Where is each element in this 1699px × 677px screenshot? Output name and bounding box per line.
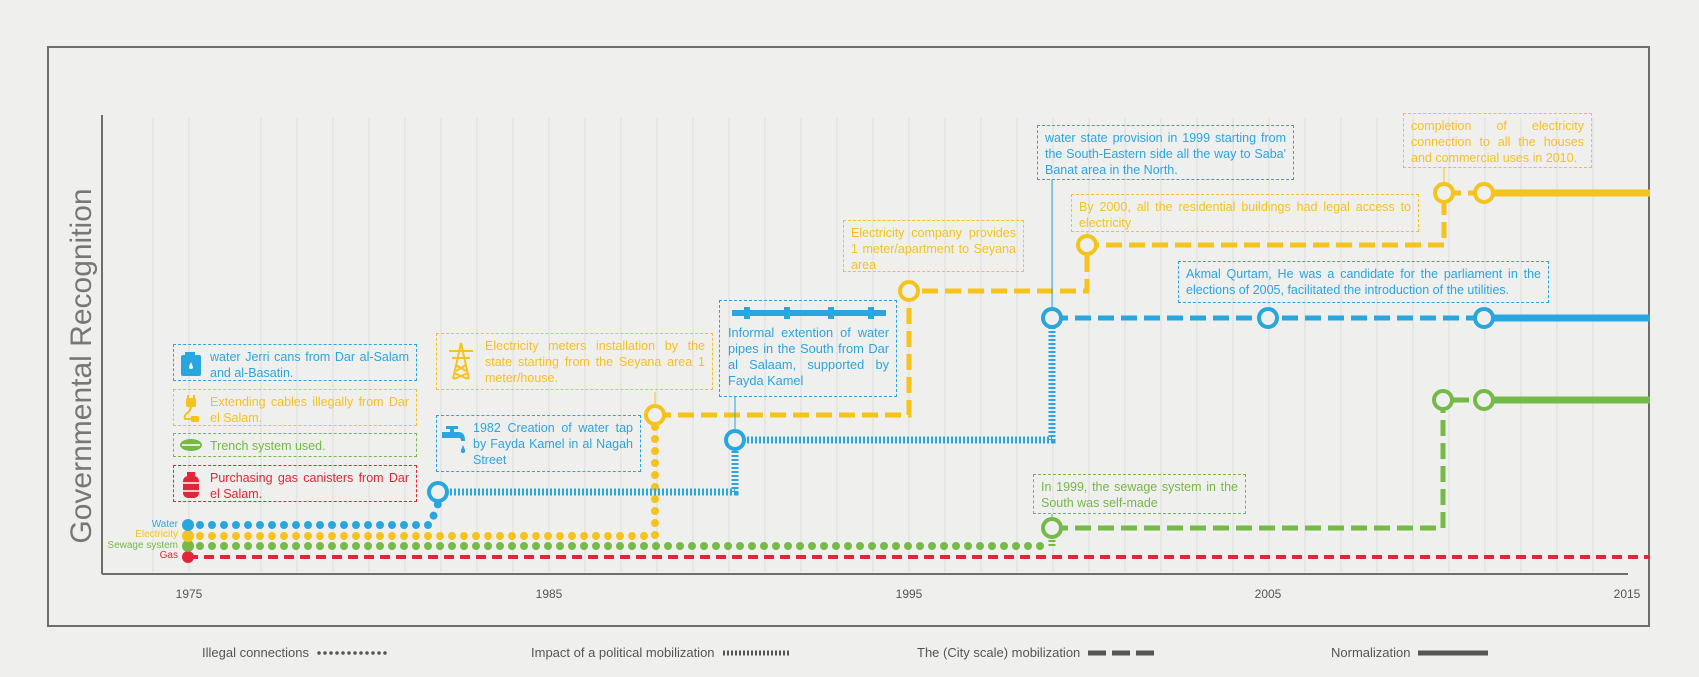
legend-city-label: The (City scale) mobilization bbox=[917, 645, 1081, 660]
legend-dashed-swatch bbox=[1088, 650, 1157, 655]
sewage-city-line bbox=[1052, 397, 1484, 531]
series-label-sewage: Sewage system bbox=[107, 540, 178, 551]
year-label: 2015 bbox=[1613, 587, 1641, 601]
legend-illegal: Illegal connections bbox=[202, 645, 389, 660]
water-illegal-line bbox=[184, 488, 442, 529]
note-completion: completion of electricity connection to … bbox=[1403, 113, 1592, 168]
diagram-frame bbox=[47, 46, 1650, 627]
year-label: 2005 bbox=[1254, 587, 1282, 601]
sewage-node-2010 bbox=[1432, 389, 1454, 411]
note-gas-canisters: Purchasing gas canisters from Dar el Sal… bbox=[173, 465, 417, 502]
elec-node-1995 bbox=[898, 280, 920, 302]
note-informal-pipes: Informal extention of water pipes in the… bbox=[719, 300, 897, 397]
legend-normalization-label: Normalization bbox=[1331, 645, 1411, 660]
legend-dotted-swatch bbox=[317, 650, 389, 655]
year-label: 1995 bbox=[895, 587, 923, 601]
elec-illegal-line bbox=[184, 411, 659, 540]
note-water-tap: 1982 Creation of water tap by Fayda Kame… bbox=[436, 415, 641, 472]
series-label-gas: Gas bbox=[159, 550, 178, 561]
plug-icon bbox=[183, 395, 199, 422]
water-node-2011 bbox=[1473, 307, 1495, 329]
legend-solid-swatch bbox=[1418, 650, 1489, 655]
elec-node-2000 bbox=[1076, 234, 1098, 256]
elec-node-2010 bbox=[1433, 182, 1455, 204]
gas-cylinder-icon bbox=[183, 472, 199, 498]
note-water-cans: water Jerri cans from Dar al-Salam and a… bbox=[173, 344, 417, 381]
note-electricity-company: Electricity company provides 1 meter/apa… bbox=[843, 220, 1024, 272]
legend-political: Impact of a political mobilization bbox=[531, 645, 791, 660]
water-start-dot bbox=[182, 519, 194, 531]
series-label-electricity: Electricity bbox=[135, 529, 178, 540]
water-node-1999 bbox=[1041, 307, 1063, 329]
trench-icon bbox=[180, 439, 202, 451]
note-water-state-provision: water state provision in 1999 starting f… bbox=[1037, 125, 1294, 180]
legend-city: The (City scale) mobilization bbox=[917, 645, 1157, 660]
legend-normalization: Normalization bbox=[1331, 645, 1489, 660]
water-node-2005 bbox=[1257, 307, 1279, 329]
power-pylon-icon bbox=[449, 342, 473, 380]
year-label: 1975 bbox=[175, 587, 203, 601]
sewage-node-2011 bbox=[1473, 389, 1495, 411]
note-akmal-qurtam: Akmal Qurtam, He was a candidate for the… bbox=[1178, 261, 1549, 303]
year-label: 1985 bbox=[535, 587, 563, 601]
note-trench: Trench system used. bbox=[173, 433, 417, 457]
legend-hatched-swatch bbox=[722, 650, 791, 655]
legend-political-label: Impact of a political mobilization bbox=[531, 645, 715, 660]
note-cables: Extending cables illegally from Dar el S… bbox=[173, 389, 417, 426]
water-node-1990 bbox=[724, 429, 746, 451]
elec-start-dot bbox=[182, 530, 194, 542]
note-meters: Electricity meters installation by the s… bbox=[436, 333, 713, 390]
elec-node-1988 bbox=[644, 404, 666, 426]
water-political-line-2 bbox=[735, 318, 1056, 444]
elec-node-2011 bbox=[1473, 182, 1495, 204]
note-by-2000: By 2000, all the residential buildings h… bbox=[1071, 194, 1419, 232]
y-axis-label: Governmental Recognition bbox=[65, 188, 98, 544]
water-political-line-1 bbox=[438, 440, 739, 496]
series-label-water: Water bbox=[151, 519, 178, 530]
water-node-1982 bbox=[427, 481, 449, 503]
sewage-node-1999 bbox=[1041, 517, 1063, 539]
water-pipe-icon bbox=[732, 307, 886, 319]
note-sewage-1999: In 1999, the sewage system in the South … bbox=[1033, 474, 1246, 514]
legend-illegal-label: Illegal connections bbox=[202, 645, 309, 660]
jerrycan-icon bbox=[181, 352, 201, 376]
sewage-start-dot bbox=[182, 540, 194, 552]
water-tap-icon bbox=[442, 426, 466, 454]
gas-start-dot bbox=[182, 551, 194, 563]
